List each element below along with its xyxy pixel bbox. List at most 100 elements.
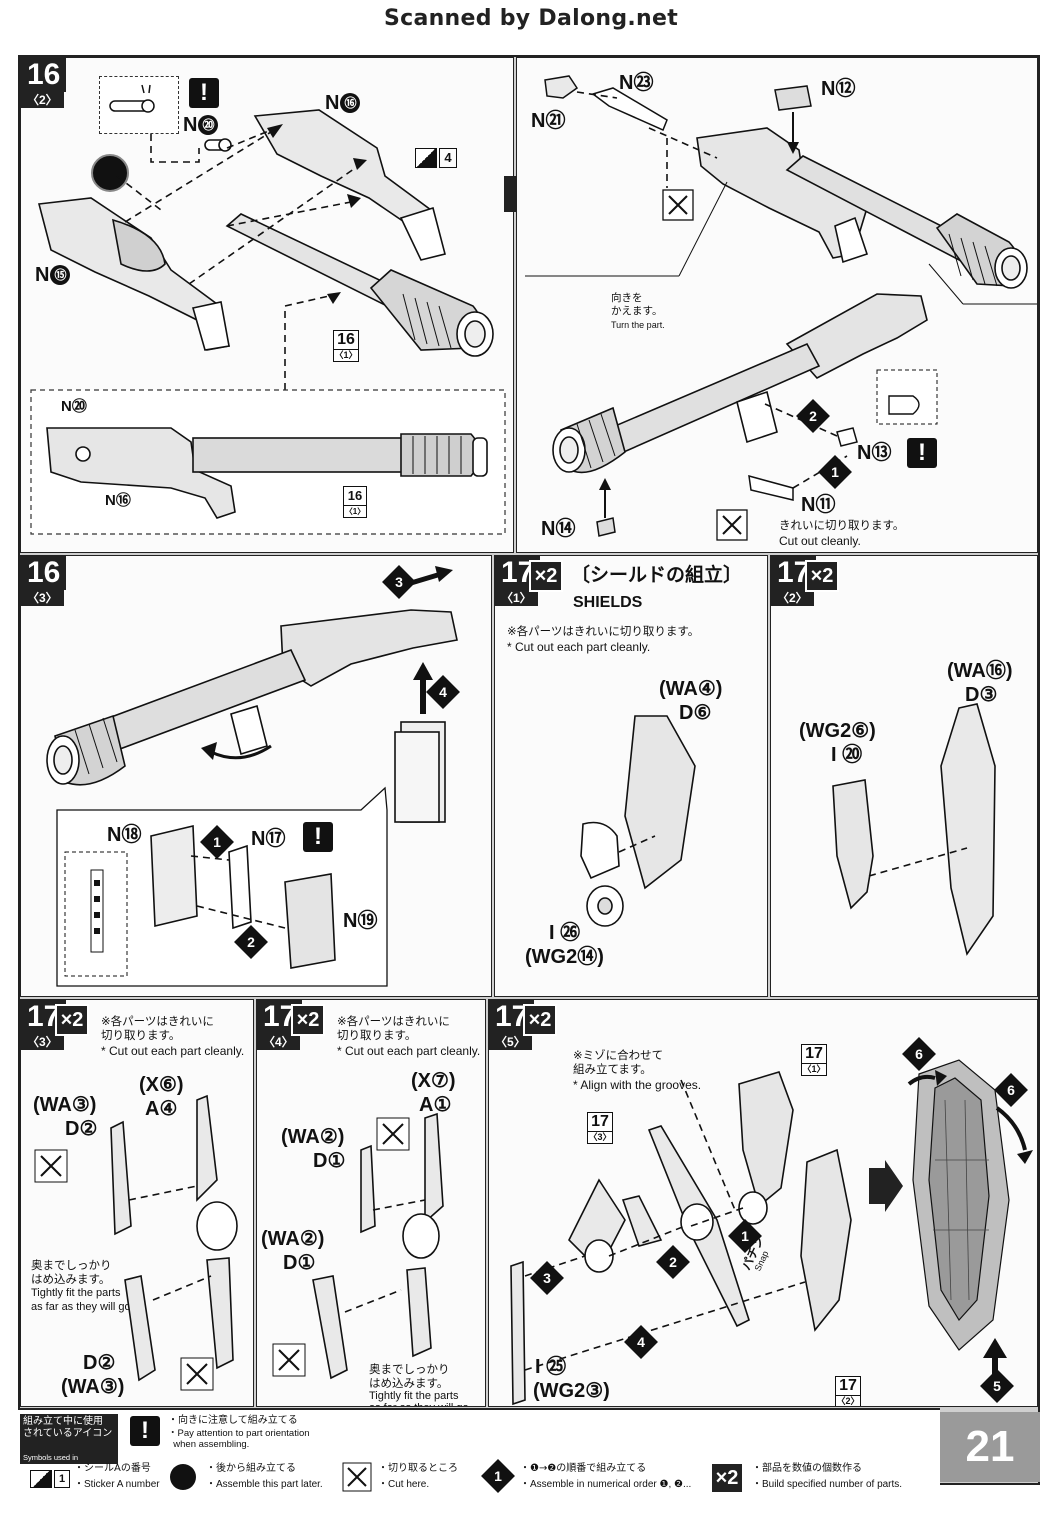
top-bar	[0, 0, 1062, 52]
shield-final-assembly-illustration	[510, 1059, 1033, 1406]
label-d3: D③	[965, 684, 998, 706]
label-n17: N⑰	[251, 828, 286, 850]
legend-text-jp: ・部品を数値の個数作る	[752, 1463, 862, 1474]
label-wa2b: (WA②)	[261, 1228, 325, 1250]
multiply-badge: ×2	[291, 1004, 325, 1036]
legend-title-en: Symbols used in instructions	[20, 1452, 118, 1474]
turn-note-en: Turn the part.	[611, 320, 665, 330]
reference-box-17-1: 17〈1〉	[801, 1044, 827, 1076]
label-i25: I ㉕	[535, 1356, 567, 1378]
step-16-2-continued-panel: N㉓ N㉑ N⑫ N⑬ ! N⑭ N⑪ 向きを かえます。 Turn the p…	[516, 57, 1038, 553]
order-badge-4: 4	[624, 1325, 658, 1359]
step-substep: 〈1〉	[495, 590, 538, 606]
turn-note-jp: 向きを かえます。	[611, 292, 663, 317]
label-i26: I ㉖	[549, 922, 581, 944]
multiply-badge: ×2	[523, 1004, 557, 1036]
groove-note-en: * Align with the grooves.	[573, 1078, 702, 1092]
cut-note-jp: ※各パーツはきれいに 切り取ります。	[337, 1014, 450, 1042]
label-a4: A④	[145, 1098, 178, 1120]
reference-box-17-3: 17〈3〉	[587, 1112, 613, 1144]
step-substep: 〈2〉	[21, 92, 64, 108]
order-badge-1: 1	[728, 1219, 762, 1253]
cut-note-jp: きれいに切り取ります。	[779, 518, 905, 532]
label-n21: N㉑	[531, 110, 566, 132]
fit-note-en: Tightly fit the parts as far as they wil…	[31, 1287, 134, 1313]
order-badge-1: 1	[200, 825, 234, 859]
inset-label-n20: N⑳	[61, 398, 87, 415]
cut-note-jp: ※各パーツはきれいに切り取ります。	[507, 624, 700, 638]
detail-box	[99, 76, 179, 134]
legend-text-jp: ・向きに注意して組み立てる	[168, 1415, 298, 1426]
order-badge-2: 2	[656, 1245, 690, 1279]
assemble-later-icon	[91, 154, 129, 192]
warning-icon: !	[303, 822, 333, 852]
step-substep: 〈3〉	[21, 590, 64, 606]
warning-icon: !	[130, 1416, 160, 1446]
multiply-icon: ×2	[710, 1462, 744, 1494]
legend-text-en: ・Build specified number of parts.	[752, 1479, 903, 1490]
label-wa16: (WA⑯)	[947, 660, 1013, 682]
cut-note-en: * Cut out each part cleanly.	[507, 640, 651, 654]
assemble-later-icon	[170, 1464, 196, 1490]
sticker-icon	[415, 148, 437, 168]
legend-text-jp: ・❶→❷の順番で組み立てる	[520, 1463, 647, 1474]
label-wa2: (WA②)	[281, 1126, 345, 1148]
step-substep: 〈5〉	[489, 1034, 532, 1050]
label-n23: N㉓	[619, 72, 654, 94]
label-n14: N⑭	[541, 518, 576, 540]
sticker-icon	[30, 1470, 52, 1488]
step-number: 16	[21, 58, 67, 92]
warning-icon: !	[189, 78, 219, 108]
label-n12: N⑫	[821, 78, 856, 100]
inset-reference-box: 16〈1〉	[343, 486, 367, 518]
label-n19: N⑲	[343, 910, 378, 932]
fit-note-jp: 奥までしっかり はめ込みます。	[369, 1362, 450, 1390]
label-d6: D⑥	[679, 702, 712, 724]
label-d1b: D①	[283, 1252, 316, 1274]
cut-note-en: Cut out cleanly.	[779, 534, 861, 548]
label-x6: (X⑥)	[139, 1074, 184, 1096]
warning-icon: !	[907, 438, 937, 468]
legend-text-en: ・Cut here.	[378, 1479, 430, 1490]
order-icon: 1	[481, 1459, 515, 1493]
sticker-number: 4	[439, 148, 457, 168]
legend-text-en: ・Assemble in numerical order ❶, ❷...	[520, 1479, 692, 1490]
order-badge-6: 6	[902, 1037, 936, 1071]
step-17-1-panel: 17 〈1〉 ×2 〔シールドの組立〕 SHIELDS ※各パーツはきれいに切り…	[494, 555, 768, 997]
cut-note-jp: ※各パーツはきれいに 切り取ります。	[101, 1014, 214, 1042]
reference-box-17-2: 17〈2〉	[835, 1376, 861, 1406]
order-badge-6b: 6	[994, 1073, 1028, 1107]
label-x7: (X⑦)	[411, 1070, 456, 1092]
groove-note-jp: ※ミゾに合わせて 組み立てます。	[573, 1048, 664, 1076]
step-17-3-panel: 17 〈3〉 ×2 ※各パーツはきれいに 切り取ります。 * Cut out e…	[20, 999, 254, 1407]
label-n18: N⑱	[107, 824, 142, 846]
fit-note-jp: 奥までしっかり はめ込みます。	[31, 1258, 112, 1286]
legend-title-jp: 組み立て中に使用 されているアイコン	[20, 1414, 118, 1452]
section-title-jp: 〔シールドの組立〕	[571, 564, 743, 586]
watermark: Scanned by Dalong.net	[383, 6, 679, 31]
step-number: 16	[21, 556, 67, 590]
icon-legend: 組み立て中に使用 されているアイコン Symbols used in instr…	[18, 1408, 940, 1494]
label-d1: D①	[313, 1150, 346, 1172]
label-i20: I ⑳	[831, 744, 863, 766]
step-substep: 〈4〉	[257, 1034, 300, 1050]
cut-note-en: * Cut out each part cleanly.	[337, 1044, 481, 1058]
label-wa4: (WA④)	[659, 678, 723, 700]
step-17-4-panel: 17 〈4〉 ×2 ※各パーツはきれいに 切り取ります。 * Cut out e…	[256, 999, 486, 1407]
cut-icon	[342, 1462, 372, 1492]
step-substep: 〈3〉	[21, 1034, 64, 1050]
page-number: 21	[940, 1412, 1040, 1482]
order-badge-2: 2	[234, 925, 268, 959]
fit-note-en: Tightly fit the parts as far as they wil…	[369, 1390, 472, 1406]
shield-blade-illustration	[272, 1112, 444, 1380]
order-badge-4: 4	[426, 675, 460, 709]
step-17-2-panel: 17 〈2〉 ×2 (WA⑯) D③ (WG2⑥) I ⑳	[770, 555, 1038, 997]
legend-text-jp: ・シールAの番号	[74, 1463, 151, 1474]
multiply-badge: ×2	[529, 560, 563, 592]
weapon-parts-illustration	[30, 109, 506, 535]
reference-box-16-1: 16〈1〉	[333, 330, 359, 362]
